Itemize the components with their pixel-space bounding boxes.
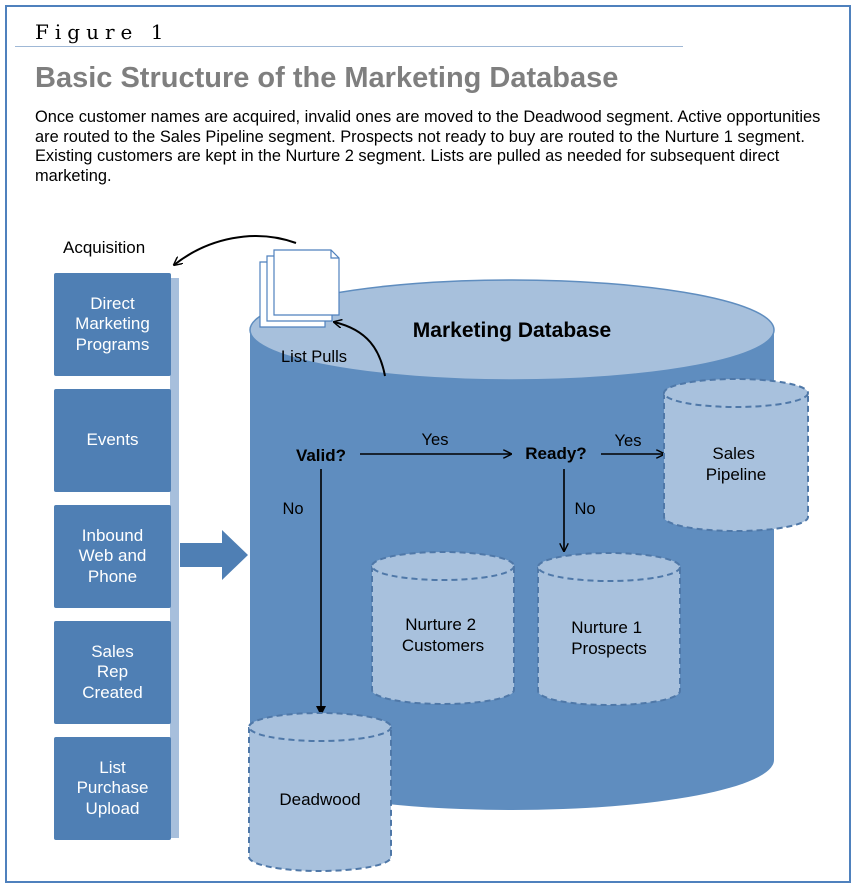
- sales-pipeline-cylinder: Sales Pipeline: [663, 378, 809, 532]
- source-events: Events: [54, 389, 171, 492]
- valid-decision: Valid?: [296, 446, 346, 465]
- sales-pipeline-label: Sales: [712, 444, 755, 463]
- svg-text:Nurture 1 Prospects: Nurture 1 Prospects: [571, 618, 647, 658]
- nurture-2-cylinder: Nurture 2 Customers: [371, 551, 515, 705]
- nurture-1-label: Nurture 1: [571, 618, 642, 637]
- nurture-2-label: Nurture 2: [405, 615, 476, 634]
- acquisition-label: Acquisition: [63, 238, 146, 257]
- ready-decision: Ready?: [525, 444, 586, 463]
- acquisition-strip: [170, 278, 179, 838]
- deadwood-cylinder: Deadwood: [248, 712, 392, 872]
- deadwood-label: Deadwood: [279, 790, 360, 809]
- acquisition-inflow-arrow: [180, 530, 248, 580]
- svg-text:Sales Pipeline: Sales Pipeline: [706, 444, 767, 484]
- figure-label: Figure 1: [35, 20, 170, 44]
- edge-label-yes: Yes: [422, 431, 449, 449]
- figure-title: Basic Structure of the Marketing Databas…: [35, 62, 619, 94]
- edge-label-yes: Yes: [615, 432, 642, 450]
- figure-divider: [15, 46, 683, 47]
- source-direct-marketing-programs: Direct Marketing Programs: [54, 273, 171, 376]
- edge-label-no: No: [282, 500, 303, 518]
- marketing-database-label: Marketing Database: [413, 319, 611, 342]
- figure-description: Once customer names are acquired, invali…: [35, 108, 821, 185]
- source-sales-rep-created: Sales Rep Created: [54, 621, 171, 724]
- edge-label-no: No: [574, 500, 595, 518]
- svg-text:Nurture 2 Customers: Nurture 2 Customers: [402, 615, 484, 655]
- nurture-1-cylinder: Nurture 1 Prospects: [537, 552, 681, 706]
- source-list-purchase-upload: List Purchase Upload: [54, 737, 171, 840]
- source-inbound-web-and-phone: Inbound Web and Phone: [54, 505, 171, 608]
- list-pulls-label: List Pulls: [281, 348, 347, 366]
- database-to-list-pulls-arrow: [334, 322, 386, 377]
- figure-frame: [5, 5, 851, 883]
- list-pulls-to-acquisition-arrow: [174, 235, 297, 265]
- list-pulls-documents-icon: [259, 249, 340, 328]
